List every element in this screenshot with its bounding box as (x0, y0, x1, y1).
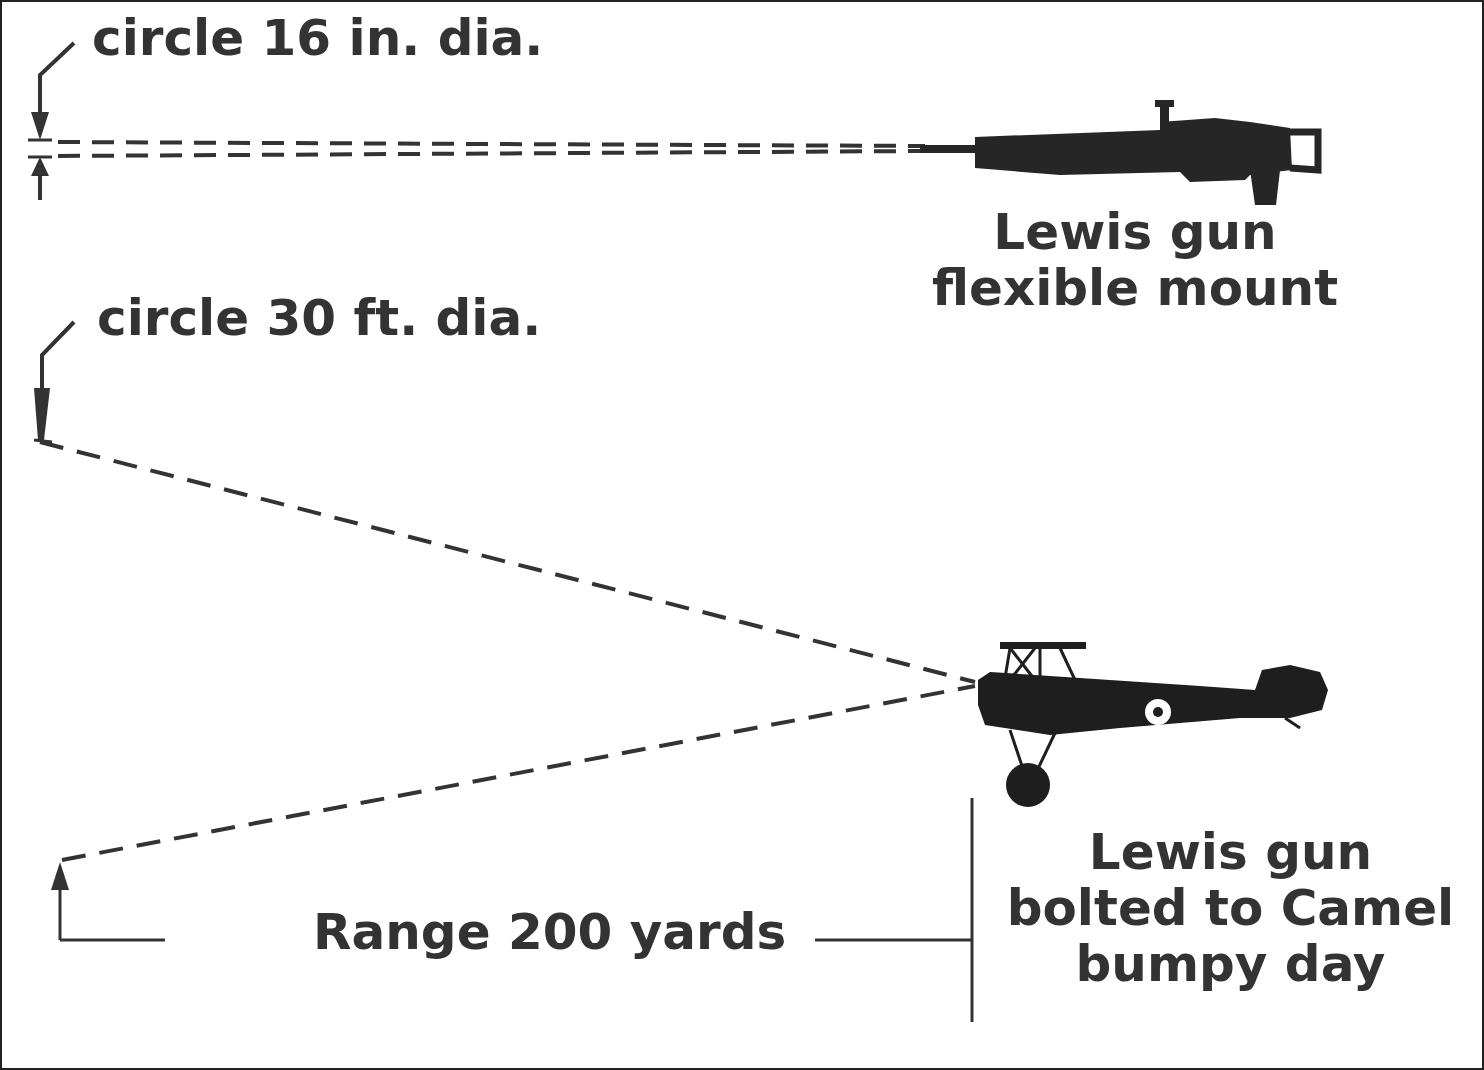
callout-label: circle 16 in. dia. (92, 10, 692, 66)
bullet-path (58, 142, 925, 156)
dimension-label: Range 200 yards (313, 904, 813, 960)
callout-label: circle 30 ft. dia. (97, 290, 697, 346)
gun-caption: Lewis gun flexible mount (915, 204, 1355, 316)
range-marks (60, 798, 972, 1022)
arrowheads (28, 112, 52, 176)
sopwith-camel (978, 642, 1328, 807)
aircraft-caption: Lewis gun bolted to Camel bumpy day (998, 824, 1463, 992)
lewis-gun (920, 100, 1318, 205)
cone-of-fire (40, 442, 975, 860)
lower-arrowheads (34, 388, 69, 890)
lower-pointer (42, 322, 74, 392)
